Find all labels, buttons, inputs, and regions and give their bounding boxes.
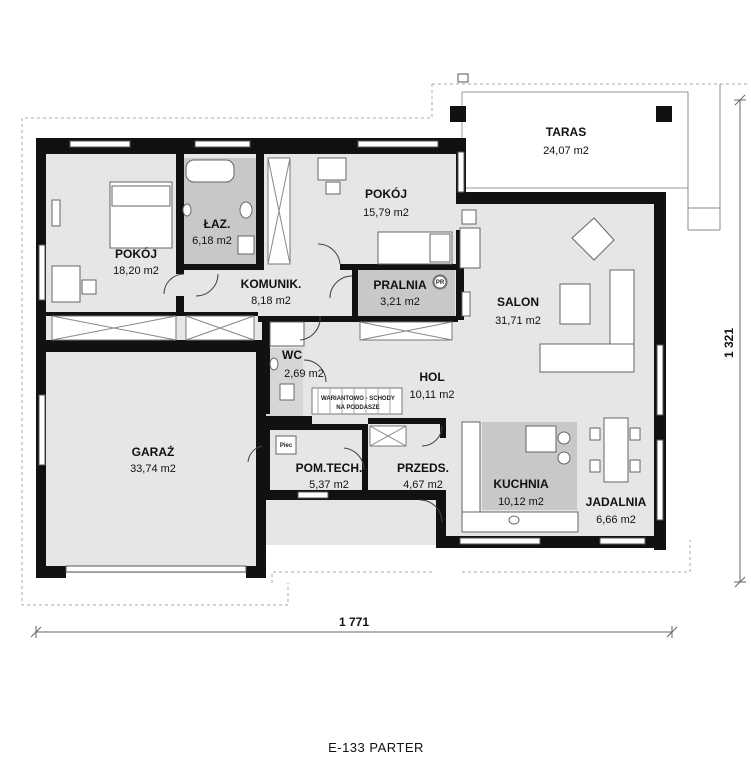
stairs-note-line2: NA PODDASZE [336, 405, 379, 411]
room-pom-tech: Piec POM.TECH. 5,37 m2 [280, 443, 363, 491]
room-komunik: KOMUNIK. 8,18 m2 [241, 277, 302, 307]
room-pokoj-2: POKÓJ 15,79 m2 [363, 186, 409, 219]
room-area: 24,07 m2 [543, 145, 589, 157]
bedroom1-furniture [51, 181, 173, 303]
room-area: 10,11 m2 [409, 389, 454, 401]
room-garaz: GARAŻ 33,74 m2 [130, 444, 176, 475]
room-name: JADALNIA [586, 495, 647, 509]
bathroom-fixtures [182, 159, 255, 255]
kitchen-furniture [461, 417, 641, 533]
room-name: PRZEDS. [397, 461, 449, 475]
depth-value: 1 321 [722, 328, 736, 358]
plot-outline [21, 83, 748, 606]
room-taras: TARAS 24,07 m2 [543, 125, 589, 157]
salon-furniture [459, 209, 635, 373]
room-area: 5,37 m2 [309, 479, 349, 491]
room-area: 10,12 m2 [498, 496, 544, 508]
room-name: WC [282, 348, 302, 362]
room-name: KUCHNIA [493, 477, 549, 491]
room-name: ŁAZ. [204, 217, 231, 231]
boiler [275, 435, 297, 455]
depth-dimension: 1 321 [722, 94, 746, 588]
doors [163, 243, 443, 523]
wc-fixtures [269, 321, 305, 401]
room-wc: WC 2,69 m2 [282, 348, 324, 380]
windows [38, 140, 664, 545]
room-name: POKÓJ [365, 186, 407, 201]
room-name: TARAS [546, 125, 586, 139]
room-area: 3,21 m2 [380, 296, 420, 308]
room-area: 33,74 m2 [130, 463, 176, 475]
plan-caption: E-133 PARTER [328, 740, 424, 755]
room-area: 6,66 m2 [596, 514, 636, 526]
stairs-note: WARIANTOWO - SCHODY NA PODDASZE [321, 396, 395, 411]
width-dimension: 1 771 [30, 615, 678, 638]
room-name: KOMUNIK. [241, 277, 302, 291]
boiler-label: Piec [280, 443, 293, 449]
room-salon: SALON 31,71 m2 [495, 295, 541, 327]
room-area: 2,69 m2 [284, 368, 324, 380]
room-area: 18,20 m2 [113, 265, 159, 277]
room-lazienka: ŁAZ. 6,18 m2 [192, 217, 232, 247]
width-value: 1 771 [339, 615, 369, 629]
room-przeds: PRZEDS. 4,67 m2 [397, 461, 449, 491]
room-name: POM.TECH. [296, 461, 363, 475]
washer-label: PR [436, 280, 445, 286]
room-area: 4,67 m2 [403, 479, 443, 491]
room-name: POKÓJ [115, 246, 157, 261]
room-area: 15,79 m2 [363, 207, 409, 219]
room-name: HOL [419, 370, 444, 384]
stairs [311, 387, 403, 415]
stairs-note-line1: WARIANTOWO - SCHODY [321, 396, 395, 402]
room-name: PRALNIA [373, 278, 427, 292]
room-area: 8,18 m2 [251, 295, 291, 307]
terrace [450, 73, 721, 231]
garage-door [65, 565, 247, 573]
room-area: 6,18 m2 [192, 235, 232, 247]
bedroom2-furniture [317, 157, 453, 265]
room-area: 31,71 m2 [495, 315, 541, 327]
room-kuchnia: KUCHNIA 10,12 m2 [493, 477, 549, 508]
wardrobes [51, 157, 453, 447]
room-pralnia: PRALNIA 3,21 m2 PR [373, 275, 447, 308]
room-hol: HOL 10,11 m2 [409, 370, 454, 401]
room-name: GARAŻ [132, 444, 175, 459]
room-pokoj-1: POKÓJ 18,20 m2 [113, 246, 159, 277]
room-jadalnia: JADALNIA 6,66 m2 [586, 495, 647, 526]
room-name: SALON [497, 295, 539, 309]
